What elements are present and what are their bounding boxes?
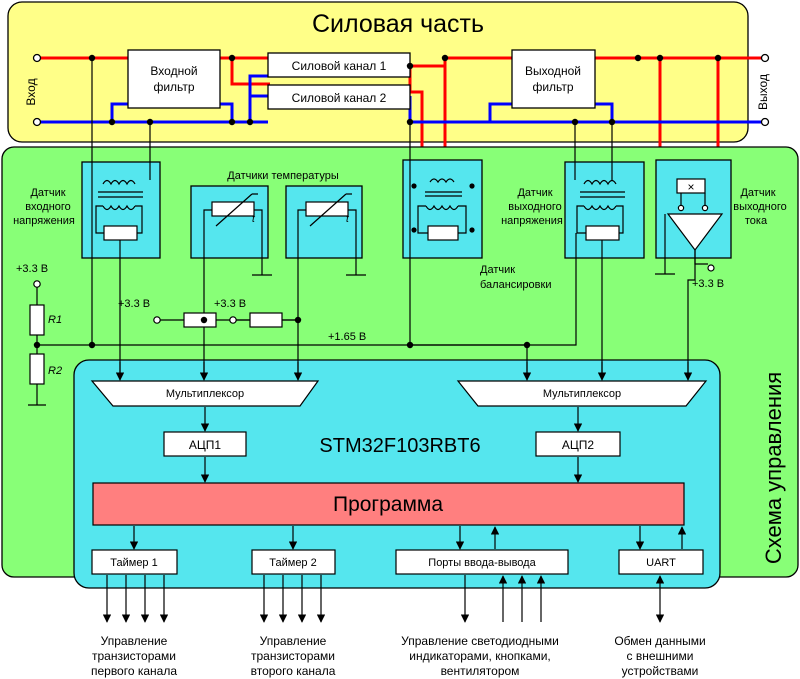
balance-sensor-label-1: Датчик — [480, 264, 515, 276]
io-input-lines — [502, 596, 542, 622]
output-voltage-sensor-label-2: выходного — [508, 201, 562, 213]
supply-terminals — [33, 280, 237, 324]
timer-2-box — [251, 549, 336, 575]
timer-1-output-label-2: транзисторами — [92, 649, 176, 663]
output-filter-label-1: Выходной — [525, 64, 581, 78]
balance-coil-dots — [411, 183, 475, 233]
power-channel-1-box — [267, 52, 411, 78]
current-sensor-mark: × — [687, 180, 694, 194]
uart-output-label-2: с внешними — [627, 649, 694, 663]
multiplexer-2 — [456, 380, 708, 407]
input-voltage-sensor-label-3: напряжения — [13, 215, 75, 227]
multiplexer-1 — [90, 380, 320, 407]
thermistor-1-mark: t — [252, 214, 256, 225]
io-output-label-3: вентилятором — [441, 664, 520, 678]
supply-165: +1.65 В — [328, 331, 366, 343]
adc-1-label: АЦП1 — [189, 438, 222, 452]
input-filter-label-2: фильтр — [153, 80, 194, 94]
input-voltage-sensor-label-1: Датчик — [30, 187, 65, 199]
terminals — [32, 53, 770, 127]
timer-2-output-label-2: транзисторами — [251, 649, 335, 663]
timer-2-label: Таймер 2 — [269, 557, 316, 569]
adc-arrows — [200, 407, 583, 483]
power-channel-2-box — [267, 84, 411, 110]
multiplexer-1-label: Мультиплексор — [166, 388, 244, 400]
thermistor-2-mark: t — [346, 214, 350, 225]
output-filter-label-2: фильтр — [532, 80, 573, 94]
uart-output-label-1: Обмен данными — [614, 634, 705, 648]
timer-2-output-label-3: второго канала — [251, 664, 336, 678]
program-peripheral-arrows — [129, 526, 687, 550]
output-current-sensor-label-1: Датчик — [740, 187, 775, 199]
output-voltage-sensor-label-3: напряжения — [501, 215, 563, 227]
output-current-sensor — [655, 178, 724, 373]
multiplexer-2-label: Мультиплексор — [543, 388, 621, 400]
power-title: Силовая часть — [312, 10, 484, 38]
io-ports-label: Порты ввода-вывода — [428, 557, 536, 569]
power-channel-2-label: Силовой канал 2 — [292, 91, 387, 105]
output-current-sensor-label-2: выходного — [733, 201, 787, 213]
control-junctions — [33, 316, 531, 349]
output-filter-box — [511, 49, 596, 109]
uart-output-label-3: устройствами — [622, 664, 699, 678]
mcu-block — [73, 359, 721, 589]
io-output-label-2: индикаторами, кнопками, — [409, 649, 551, 663]
mux-input-arrows — [115, 362, 693, 381]
resistor-r1-label: R1 — [48, 314, 62, 326]
io-output-label-1: Управление светодиодными — [401, 634, 559, 648]
balance-sensor — [409, 122, 467, 345]
balance-sensor-label-2: балансировки — [480, 279, 551, 291]
output-voltage-sensor — [37, 122, 625, 373]
program-block — [92, 482, 685, 526]
timer-1-output-label-3: первого канала — [91, 664, 177, 678]
supply-33-right: +3.3 В — [692, 278, 724, 290]
program-label: Программа — [333, 493, 443, 516]
uart-label: UART — [646, 557, 676, 569]
adc-2-box — [535, 431, 621, 457]
timer-outputs — [102, 575, 470, 623]
output-label: Выход — [756, 74, 770, 110]
timer-1-label: Таймер 1 — [110, 557, 157, 569]
temperature-sensor-1 — [203, 193, 272, 373]
timer-2-output-label-1: Управление — [260, 634, 327, 648]
input-filter-box — [127, 49, 221, 109]
temperature-sensor-2 — [297, 193, 366, 373]
input-filter-label-1: Входной — [150, 64, 197, 78]
input-label: Вход — [24, 78, 38, 105]
timer-1-output-label-1: Управление — [101, 634, 168, 648]
supply-33-a: +3.3 В — [118, 298, 150, 310]
output-current-sensor-label-3: тока — [745, 215, 768, 227]
uart-box — [618, 549, 704, 575]
mcu-name: STM32F103RBT6 — [319, 435, 480, 457]
current-sensor-dots — [677, 204, 715, 272]
power-channel-1-label: Силовой канал 1 — [292, 59, 387, 73]
supply-33-left: +3.3 В — [16, 263, 48, 275]
divider-network — [28, 190, 528, 406]
supply-33-b: +3.3 В — [214, 298, 246, 310]
adc-1-box — [163, 431, 247, 457]
io-inputs — [498, 575, 546, 596]
temperature-sensors-label: Датчики температуры — [227, 170, 339, 182]
resistor-r2-label: R2 — [48, 365, 62, 377]
input-voltage-sensor-label-2: входного — [25, 201, 71, 213]
output-voltage-sensor-label-1: Датчик — [517, 187, 552, 199]
input-voltage-sensor — [91, 58, 151, 373]
timer-1-box — [91, 549, 178, 575]
adc-2-label: АЦП2 — [562, 438, 595, 452]
io-ports-box — [395, 549, 569, 575]
control-title: Схема управления — [761, 372, 786, 564]
